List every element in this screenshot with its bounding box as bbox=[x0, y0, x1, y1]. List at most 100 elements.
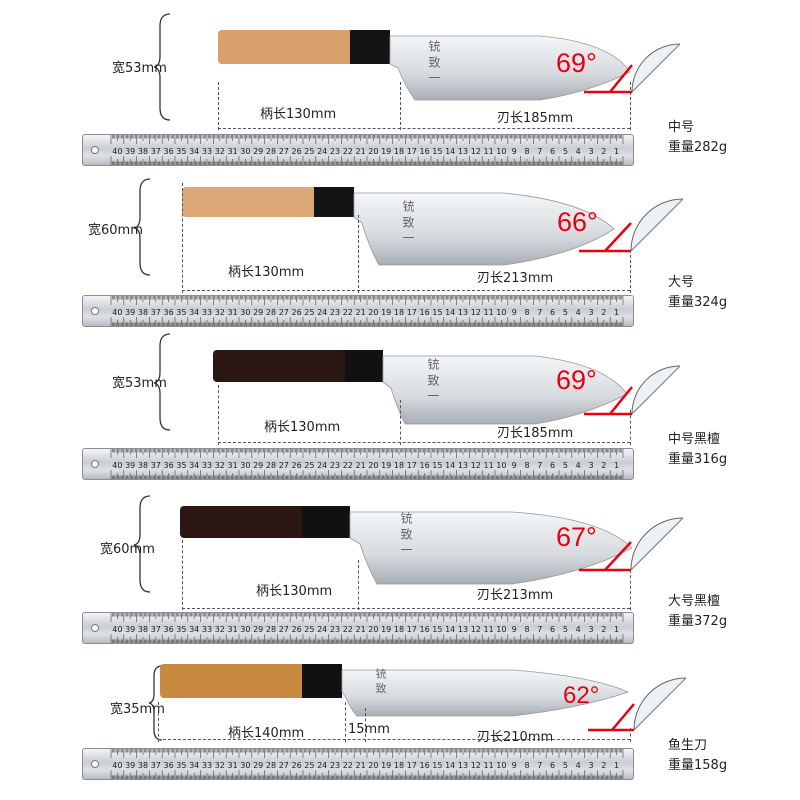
size-name: 鱼生刀 bbox=[668, 738, 708, 753]
handle-length-label: 柄长140mm bbox=[228, 726, 305, 741]
ruler-number: 2 bbox=[601, 761, 606, 770]
ruler-number: 19 bbox=[381, 761, 391, 770]
ruler-number: 22 bbox=[343, 147, 353, 156]
handle-length-label: 柄长130mm bbox=[228, 265, 305, 280]
knife-image bbox=[213, 350, 628, 425]
ruler-number: 17 bbox=[407, 625, 417, 634]
ruler-number: 10 bbox=[496, 625, 506, 634]
ruler-number: 8 bbox=[524, 147, 529, 156]
ruler-number: 40 bbox=[112, 147, 122, 156]
ruler-number: 6 bbox=[550, 308, 555, 317]
ruler-number: 20 bbox=[368, 625, 378, 634]
ruler-number: 10 bbox=[496, 761, 506, 770]
ruler-number: 14 bbox=[445, 761, 455, 770]
ruler-number: 26 bbox=[292, 461, 302, 470]
ruler-number: 32 bbox=[215, 625, 225, 634]
ruler-number: 1 bbox=[614, 308, 619, 317]
ruler-number: 21 bbox=[356, 308, 366, 317]
ruler-number: 39 bbox=[125, 308, 135, 317]
ruler-number: 30 bbox=[240, 625, 250, 634]
ruler-number: 36 bbox=[164, 147, 174, 156]
ruler-number: 7 bbox=[537, 147, 542, 156]
measure-tick bbox=[630, 82, 631, 130]
ruler-number: 37 bbox=[151, 461, 161, 470]
ruler-number: 17 bbox=[407, 308, 417, 317]
ruler-number: 25 bbox=[304, 461, 314, 470]
ruler-number: 16 bbox=[420, 625, 430, 634]
knife-spec: 中号 重量282g bbox=[668, 118, 727, 158]
blade-length-label: 刃长213mm bbox=[477, 271, 554, 286]
ruler-number: 19 bbox=[381, 147, 391, 156]
ruler-number: 38 bbox=[138, 147, 148, 156]
ruler-number: 8 bbox=[524, 625, 529, 634]
angle-label: 67° bbox=[556, 522, 597, 552]
measure-tick bbox=[218, 385, 219, 445]
ruler-number: 37 bbox=[151, 761, 161, 770]
ruler-number: 39 bbox=[125, 461, 135, 470]
ruler-number: 36 bbox=[164, 625, 174, 634]
ruler-number: 2 bbox=[601, 625, 606, 634]
measure-tick bbox=[365, 708, 366, 742]
ruler-number: 4 bbox=[576, 461, 581, 470]
blade-length-label: 刃长210mm bbox=[477, 730, 554, 745]
ruler-number: 5 bbox=[563, 147, 568, 156]
ruler-number: 3 bbox=[588, 308, 593, 317]
measure-tick bbox=[630, 570, 631, 610]
ruler-number: 25 bbox=[304, 147, 314, 156]
ruler-number: 12 bbox=[471, 625, 481, 634]
ruler-number: 18 bbox=[394, 308, 404, 317]
ruler-number: 30 bbox=[240, 461, 250, 470]
ruler-number: 21 bbox=[356, 761, 366, 770]
ruler-number: 18 bbox=[394, 461, 404, 470]
width-label: 宽35mm bbox=[110, 702, 165, 717]
size-name: 大号 bbox=[668, 275, 695, 290]
ruler-number: 7 bbox=[537, 308, 542, 317]
width-brace-icon bbox=[133, 495, 151, 593]
ruler-number: 33 bbox=[202, 147, 212, 156]
ruler-number: 9 bbox=[512, 308, 517, 317]
ruler-number: 5 bbox=[563, 625, 568, 634]
ruler-number: 39 bbox=[125, 625, 135, 634]
ruler-number: 40 bbox=[112, 461, 122, 470]
ruler-number: 2 bbox=[601, 461, 606, 470]
ruler-number: 30 bbox=[240, 761, 250, 770]
measure-tick bbox=[400, 82, 401, 130]
ruler-number: 23 bbox=[330, 461, 340, 470]
ruler-number: 4 bbox=[576, 761, 581, 770]
brand-text: 铳 致 一 bbox=[401, 200, 415, 244]
knife-image bbox=[180, 506, 633, 585]
ruler-number: 21 bbox=[356, 147, 366, 156]
ruler-number: 15 bbox=[432, 761, 442, 770]
width-brace-icon bbox=[133, 178, 151, 276]
handle-length-label: 柄长130mm bbox=[256, 584, 333, 599]
ruler-number: 35 bbox=[176, 147, 186, 156]
measure-tick bbox=[182, 540, 183, 610]
ruler-number: 39 bbox=[125, 147, 135, 156]
ruler-hole bbox=[91, 624, 99, 632]
brand-text: 铳 致 一 bbox=[426, 358, 440, 402]
knife-handle bbox=[213, 350, 353, 382]
ruler-number: 36 bbox=[164, 461, 174, 470]
weight-value: 重量316g bbox=[668, 452, 728, 467]
ruler-number: 26 bbox=[292, 308, 302, 317]
ruler-number: 23 bbox=[330, 308, 340, 317]
ruler-number: 28 bbox=[266, 308, 276, 317]
ruler-number: 11 bbox=[484, 761, 494, 770]
ruler-number: 38 bbox=[138, 461, 148, 470]
ruler-number: 34 bbox=[189, 461, 199, 470]
ruler-number: 34 bbox=[189, 147, 199, 156]
ruler-number: 26 bbox=[292, 625, 302, 634]
ruler-number: 40 bbox=[112, 308, 122, 317]
size-name: 中号黑檀 bbox=[668, 432, 721, 447]
ruler-number: 9 bbox=[512, 461, 517, 470]
ruler-number: 32 bbox=[215, 461, 225, 470]
ruler-number: 36 bbox=[164, 761, 174, 770]
ruler-number: 33 bbox=[202, 308, 212, 317]
